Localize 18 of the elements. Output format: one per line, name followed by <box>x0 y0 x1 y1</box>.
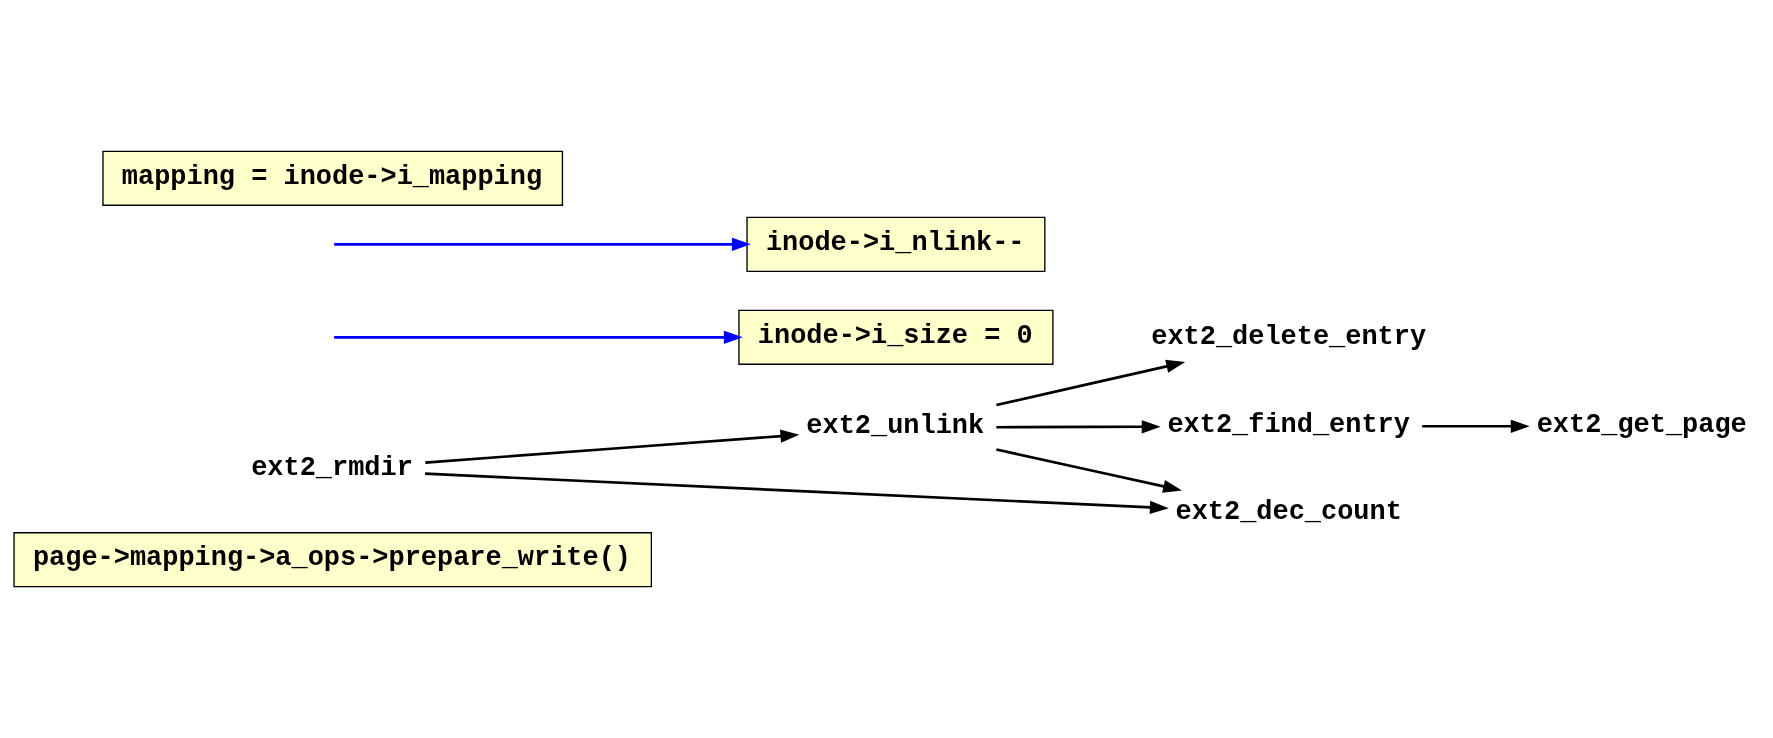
node-text: ext2_delete_entry <box>1151 322 1427 353</box>
arrow <box>996 448 1182 493</box>
arrow <box>996 420 1161 434</box>
node-box: inode->i_nlink-- <box>746 216 1046 272</box>
node-box: mapping = inode->i_mapping <box>102 150 564 206</box>
arrow <box>425 429 800 464</box>
arrow <box>334 237 751 251</box>
arrow <box>1422 419 1530 433</box>
node-text: ext2_rmdir <box>251 452 413 483</box>
arrow <box>334 330 743 344</box>
node-text: ext2_find_entry <box>1167 409 1410 440</box>
node-text: ext2_unlink <box>806 411 985 441</box>
arrow <box>425 472 1169 514</box>
arrow <box>996 359 1186 407</box>
node-box: page->mapping->a_ops->prepare_write() <box>13 532 653 588</box>
node-box: inode->i_size = 0 <box>738 309 1054 365</box>
node-text: ext2_dec_count <box>1175 497 1402 528</box>
node-text: ext2_get_page <box>1536 409 1747 440</box>
